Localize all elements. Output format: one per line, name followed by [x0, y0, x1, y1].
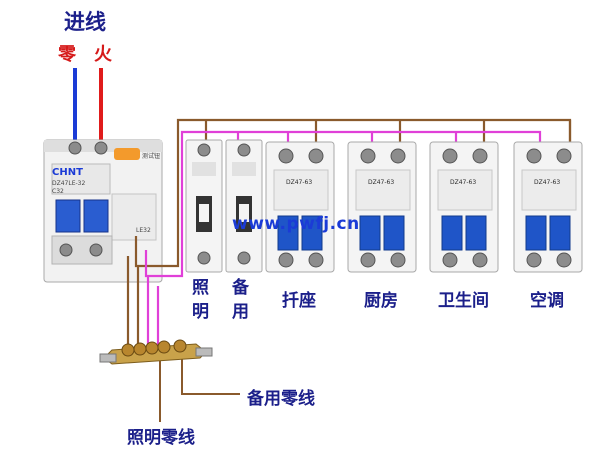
main-breaker-code: LE32: [136, 227, 151, 234]
neutral-label: 零: [58, 44, 76, 65]
switch-lighting: [185, 139, 223, 273]
breaker-bathroom: [429, 141, 499, 273]
breaker-bathroom-label: 卫生间: [438, 291, 489, 311]
breaker-aircon-label: 空调: [530, 291, 564, 311]
spare-neutral-label: 备用零线: [247, 389, 315, 409]
main-breaker: [43, 139, 163, 283]
spare-switch-label: 备 用: [232, 276, 252, 324]
lighting-switch-char-1: 照: [192, 278, 209, 298]
main-breaker-brand: CHNT: [52, 167, 83, 178]
main-breaker-rating: C32: [52, 188, 64, 195]
breaker-aircon: [513, 141, 583, 273]
breaker-socket-model: DZ47-63: [286, 179, 312, 186]
live-label: 火: [94, 44, 112, 65]
breaker-kitchen: [347, 141, 417, 273]
main-breaker-model: DZ47LE-32: [52, 180, 85, 187]
spare-neutral-leader: [181, 352, 240, 395]
breaker-aircon-model: DZ47-63: [534, 179, 560, 186]
neutral-drop-wires: [126, 256, 160, 350]
page-title: 进线: [64, 10, 106, 34]
lighting-neutral-label: 照明零线: [127, 428, 195, 448]
breaker-socket: [265, 141, 335, 273]
breaker-kitchen-label: 厨房: [364, 291, 398, 311]
neutral-terminal-bar: [99, 339, 213, 365]
switch-spare: [225, 139, 263, 273]
watermark-text: www.pwfj.cn: [232, 214, 360, 234]
breaker-kitchen-model: DZ47-63: [368, 179, 394, 186]
spare-switch-char-2: 用: [232, 302, 249, 322]
breaker-bathroom-model: DZ47-63: [450, 179, 476, 186]
lighting-switch-label: 照 明: [192, 276, 212, 324]
main-breaker-test-text: 测试钮: [142, 152, 160, 160]
spare-switch-char-1: 备: [232, 278, 249, 298]
breaker-socket-label: 扦座: [282, 291, 316, 311]
lighting-switch-char-2: 明: [192, 302, 209, 322]
